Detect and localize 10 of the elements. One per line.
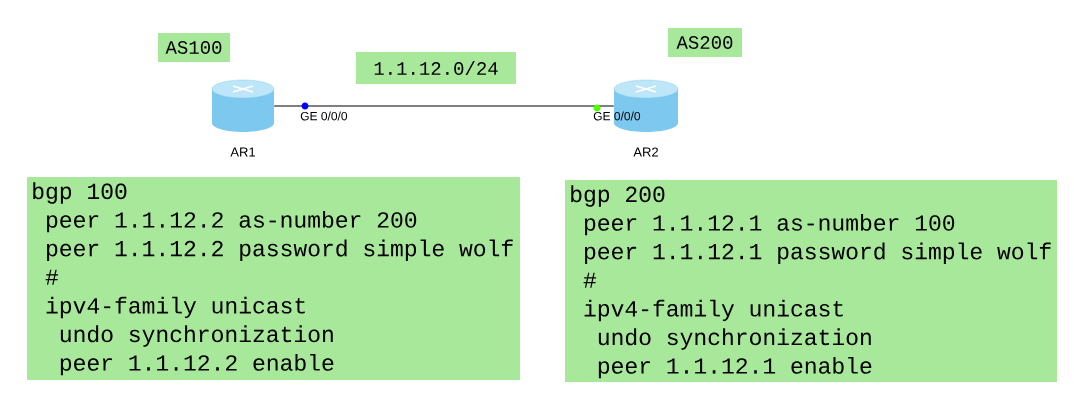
router-label: AR1 [230, 147, 256, 157]
config-box: bgp 200 peer 1.1.12.1 as-number 100 peer 1.1.12.1 password simple wolf # ipv4-family unicast undo synchronization peer 1.1.12.1 enable [565, 180, 1057, 382]
port-label: GE 0/0/0 [300, 111, 348, 121]
port-label: GE 0/0/0 [593, 111, 641, 121]
label-tag: AS100 [158, 33, 230, 62]
config-box: bgp 100 peer 1.1.12.2 as-number 200 peer 1.1.12.2 password simple wolf # ipv4-family unicast undo synchronization peer 1.1.12.2 enable [27, 177, 520, 380]
link-line [273, 105, 615, 107]
label-tag: 1.1.12.0/24 [356, 52, 516, 84]
router-label: AR2 [633, 147, 658, 157]
label-tag: AS200 [668, 28, 742, 57]
